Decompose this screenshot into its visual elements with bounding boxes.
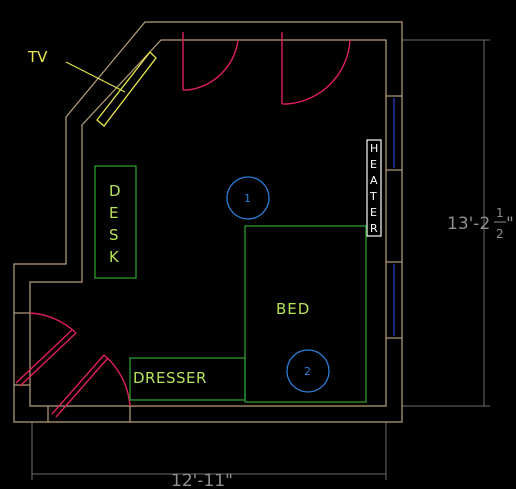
width-dimension-text: 12'-11"	[171, 471, 233, 489]
desk-label-letter: S	[109, 226, 119, 244]
bed-label: BED	[276, 300, 310, 318]
height-dimension-text: 13'-2	[447, 214, 490, 234]
closet-door-right	[281, 32, 351, 105]
width-dimension: 12'-11"	[171, 471, 233, 489]
marker-2-label: 2	[304, 365, 311, 378]
heater-label-letter: H	[370, 142, 378, 155]
desk-label-letter: K	[109, 248, 120, 266]
dimension-lines	[31, 39, 490, 480]
desk-label-letter: D	[109, 182, 121, 200]
heater-label-letter: E	[370, 158, 377, 171]
walls	[13, 21, 403, 423]
heater-label-letter: T	[369, 190, 377, 203]
heater-label-letter: A	[370, 174, 378, 187]
heater-label-letter: E	[370, 206, 377, 219]
height-dimension-inch: "	[506, 214, 514, 234]
desk: D E S K	[94, 165, 137, 279]
tv-label: TV	[27, 48, 48, 66]
marker-2: 2	[286, 349, 330, 393]
tv-leader	[65, 61, 126, 93]
height-dimension: 13'-2 1 2 "	[447, 206, 514, 241]
entry-door-upper	[15, 312, 77, 387]
closet-door-left	[182, 32, 239, 91]
height-dimension-frac-num: 1	[496, 206, 504, 220]
dresser: DRESSER	[129, 357, 246, 401]
desk-label-letter: E	[109, 204, 118, 222]
heater-label-letter: R	[370, 222, 378, 235]
tv: TV	[27, 48, 157, 127]
entry-door-lower	[51, 354, 131, 418]
bed: BED	[244, 225, 367, 403]
marker-1: 1	[226, 176, 270, 220]
heater: H E A T E R	[366, 139, 382, 237]
dresser-label: DRESSER	[133, 369, 207, 387]
marker-1-label: 1	[244, 192, 251, 205]
height-dimension-frac-den: 2	[496, 227, 504, 241]
